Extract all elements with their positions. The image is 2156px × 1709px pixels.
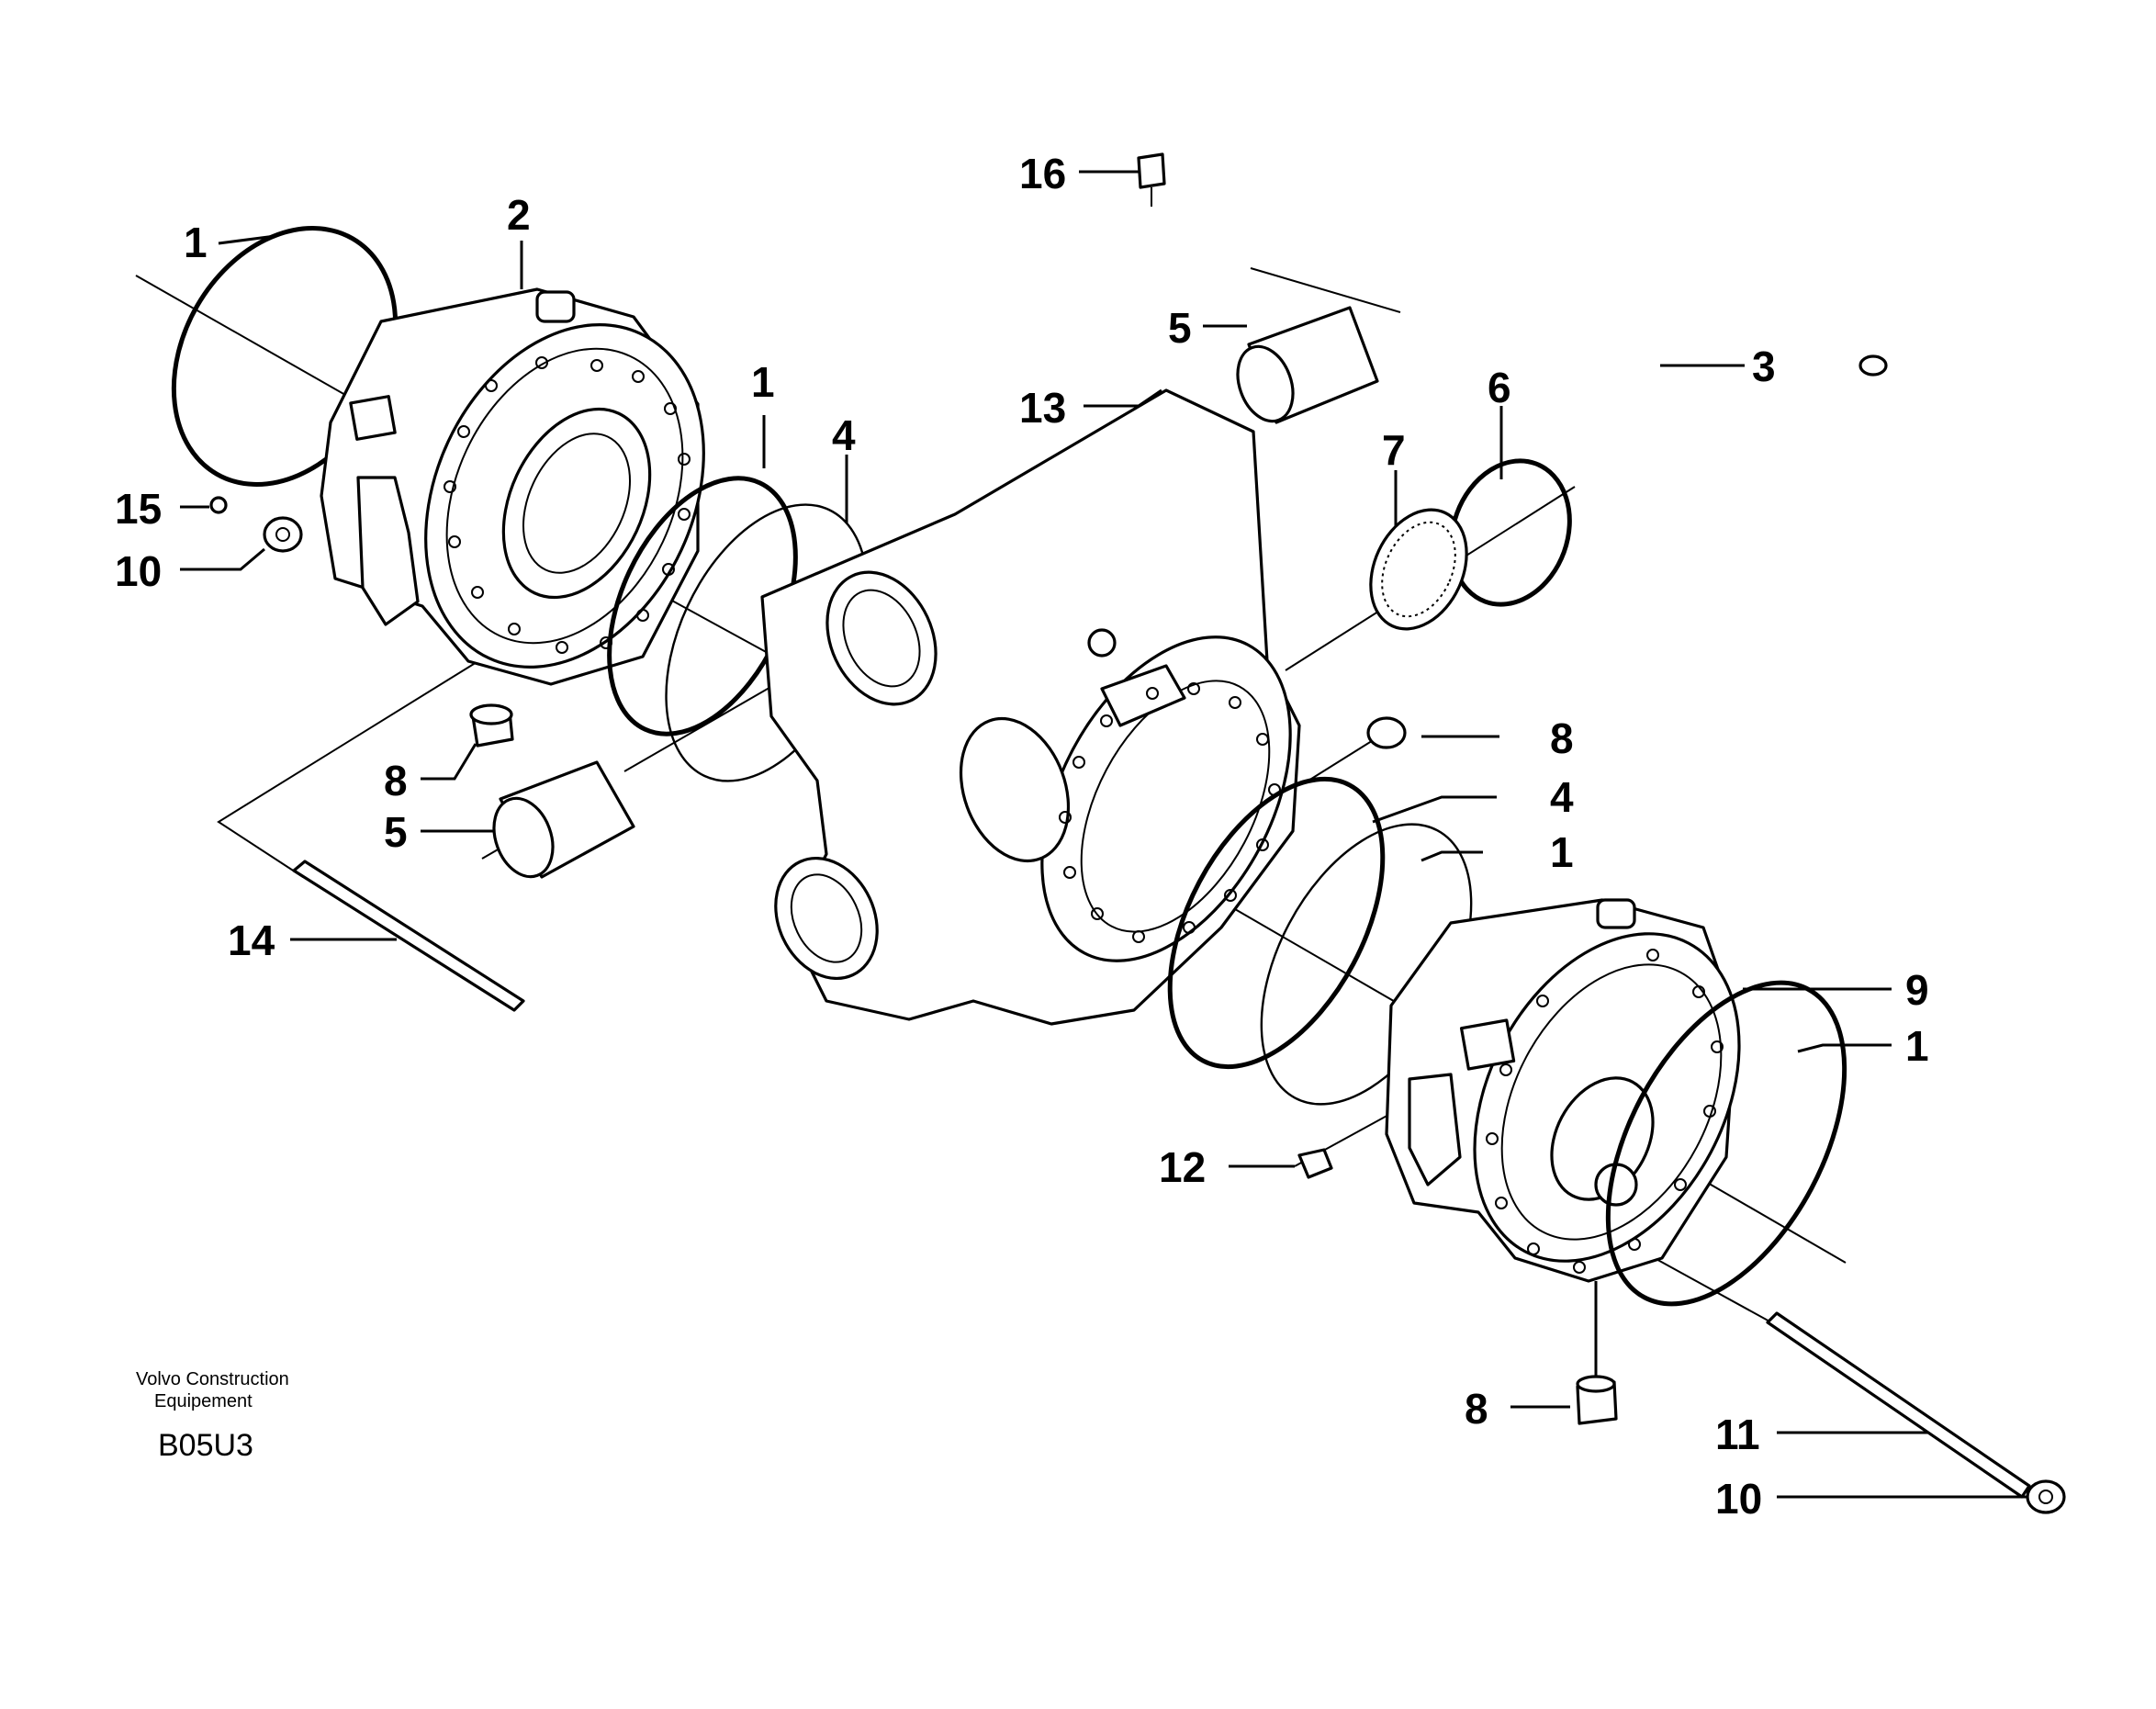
plug-8-left <box>469 703 514 748</box>
pin-14 <box>292 860 525 1012</box>
bushing-5-left <box>492 760 635 879</box>
bolt-holes-center <box>1059 682 1281 943</box>
callout-9: 9 <box>1905 966 1929 1014</box>
callout-1-far-right: 1 <box>1905 1022 1929 1070</box>
bolt-holes-right <box>1486 949 1724 1274</box>
callout-14: 14 <box>228 916 275 964</box>
callout-16: 16 <box>1019 150 1066 197</box>
breather-12 <box>1297 1148 1333 1179</box>
callout-5-upper: 5 <box>1168 304 1192 352</box>
publisher-name-line2: Equipement <box>154 1391 253 1411</box>
publisher-name: Volvo Construction <box>136 1369 289 1389</box>
callout-2: 2 <box>507 191 531 239</box>
drawing-code: B05U3 <box>158 1428 253 1463</box>
callout-6: 6 <box>1488 364 1511 411</box>
callout-7: 7 <box>1382 426 1406 474</box>
callout-1-upper-left: 1 <box>184 219 208 266</box>
callout-5-left: 5 <box>384 808 408 856</box>
callout-8-left: 8 <box>384 757 408 804</box>
callout-numbers: 1 2 15 10 1 4 8 5 14 16 5 13 3 6 7 8 4 1… <box>115 150 1929 1523</box>
seal-ring-4-right <box>1167 776 1386 1070</box>
callout-4-center: 4 <box>832 411 856 459</box>
callout-4-right: 4 <box>1550 773 1574 821</box>
plug-3 <box>1858 354 1888 377</box>
circlip-ring-1-far-right <box>1605 980 1847 1307</box>
filter-disc-7 <box>1369 508 1468 631</box>
plug-8-lower <box>1576 1375 1618 1425</box>
callout-11: 11 <box>1715 1411 1760 1458</box>
callout-8-lower: 8 <box>1465 1385 1488 1433</box>
callout-15: 15 <box>115 485 162 533</box>
callout-12: 12 <box>1159 1143 1206 1191</box>
nut-10-left <box>263 516 303 553</box>
bolt-holes-left <box>444 356 691 654</box>
brake-housing-part-9 <box>1385 898 1741 1283</box>
callout-3: 3 <box>1752 343 1776 390</box>
axle-housing-part-13 <box>760 388 1301 1026</box>
callout-1-right: 1 <box>1550 828 1574 876</box>
callout-8-right: 8 <box>1550 714 1574 762</box>
callout-10-right: 10 <box>1715 1475 1762 1523</box>
plug-8-right <box>1366 716 1407 749</box>
small-plug-15 <box>209 496 228 514</box>
leader-lines <box>180 170 2037 1499</box>
nut-10-right <box>2026 1479 2066 1514</box>
breather-16 <box>1137 152 1166 207</box>
publisher-credit: Volvo Construction Equipement B05U3 <box>136 1369 289 1463</box>
bushing-5-upper <box>1236 306 1379 424</box>
brake-housing-part-2 <box>320 287 705 686</box>
bolt-11 <box>1766 1311 2031 1499</box>
callout-13: 13 <box>1019 384 1066 432</box>
circlip-6 <box>1449 458 1572 607</box>
callout-1-center: 1 <box>751 358 775 406</box>
callout-10-left: 10 <box>115 547 162 595</box>
